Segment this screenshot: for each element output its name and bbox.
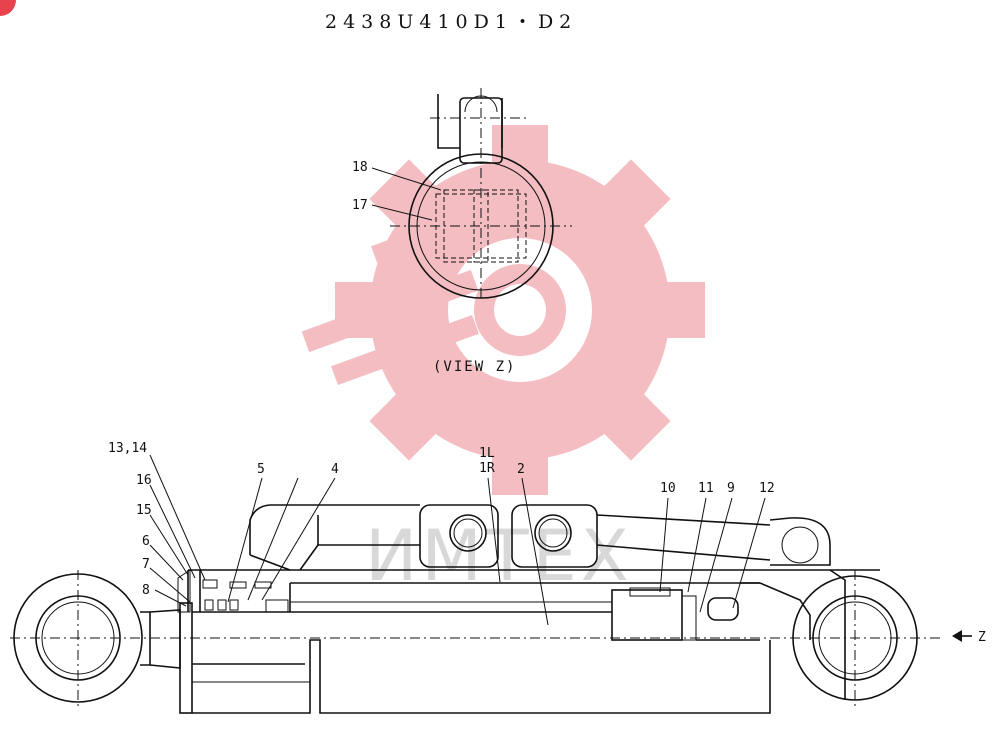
view-z-detail: 18 17 [352, 88, 572, 300]
view-z-caption: (VIEW Z) [433, 359, 516, 375]
view-z-arrow [952, 630, 972, 642]
callout-1r: 1R [479, 461, 495, 476]
callout-10: 10 [660, 481, 676, 496]
callout-4: 4 [331, 462, 339, 477]
brand-badge-icon [0, 0, 16, 16]
drawing-title: 2438U410D1・D2 [325, 11, 577, 33]
cylinder-section [10, 504, 940, 714]
callout-1l: 1L [479, 446, 495, 461]
callout-8: 8 [142, 583, 150, 598]
callout-16: 16 [136, 473, 152, 488]
callout-2: 2 [517, 462, 525, 477]
callout-7: 7 [142, 557, 150, 572]
callout-11: 11 [698, 481, 714, 496]
callout-15: 15 [136, 503, 152, 518]
callout-6: 6 [142, 534, 150, 549]
callout-9: 9 [727, 481, 735, 496]
callout-12: 12 [759, 481, 775, 496]
callout-5: 5 [257, 462, 265, 477]
view-z-arrow-label: Z [978, 630, 986, 645]
callout-18: 18 [352, 160, 368, 175]
callout-13-14: 13,14 [108, 441, 147, 456]
callout-17: 17 [352, 198, 368, 213]
callout-leaders [149, 454, 766, 626]
watermark-gear-icon [301, 125, 705, 495]
watermark-text: ИМТЕХ [365, 515, 633, 597]
